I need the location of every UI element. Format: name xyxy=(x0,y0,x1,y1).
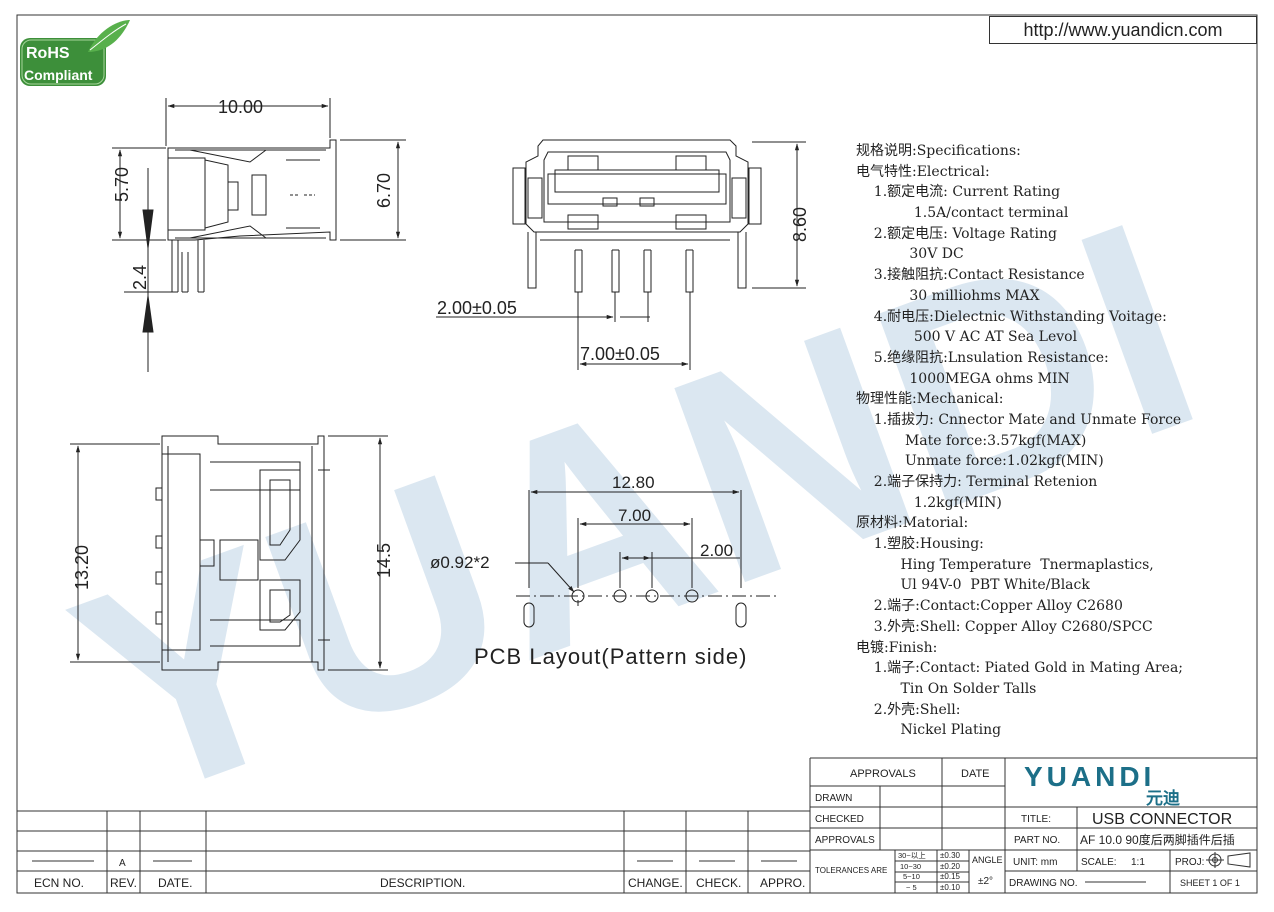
tb-tolerances: TOLERANCES ARE xyxy=(815,866,887,875)
brand-logo: YUANDI 元迪 xyxy=(1024,761,1180,809)
spec-line: 电气特性:Electrical: xyxy=(856,163,990,180)
rohs-text: RoHS xyxy=(26,45,70,62)
spec-line: 30 milliohms MAX xyxy=(856,287,1040,304)
rev-header-description: DESCRIPTION. xyxy=(380,876,465,890)
sheet-border xyxy=(16,14,1258,894)
spec-line: 物理性能:Mechanical: xyxy=(856,391,1004,408)
spec-line: 规格说明:Specifications: xyxy=(856,143,1021,159)
spec-line: Tin On Solder Talls xyxy=(856,680,1037,697)
spec-line: 2.外壳:Shell: xyxy=(856,701,961,718)
spec-line: 1.额定电流: Current Rating xyxy=(856,184,1061,201)
tb-part-no: AF 10.0 90度后两脚插件后插 xyxy=(1080,832,1235,847)
spec-line: 1.插拔力: Cnnector Mate and Unmate Force xyxy=(856,411,1182,428)
spec-line: Mate force:3.57kgf(MAX) xyxy=(856,432,1087,449)
spec-line: 1000MEGA ohms MIN xyxy=(856,370,1070,387)
tb-scale: 1:1 xyxy=(1131,857,1145,868)
spec-line: 2.端子保持力: Terminal Retenion xyxy=(856,474,1098,490)
title-block xyxy=(809,757,1257,893)
tb-checked: CHECKED xyxy=(815,814,864,825)
rev-header-date: DATE. xyxy=(158,876,192,890)
revision-table xyxy=(17,810,810,893)
spec-line: 2.端子:Contact:Copper Alloy C2680 xyxy=(856,598,1123,615)
spec-line: 5.绝缘阻抗:Lnsulation Resistance: xyxy=(856,349,1109,366)
tb-tol-value-1: ±0.30 xyxy=(940,851,961,860)
dim-top-h1: 13.20 xyxy=(72,545,92,590)
spec-line: Nickel Plating xyxy=(856,722,1002,739)
spec-line: 1.2kgf(MIN) xyxy=(856,494,1002,511)
tb-proj: PROJ: xyxy=(1175,857,1204,868)
tb-tol-range-3: 5~10 xyxy=(903,872,920,881)
dim-pcb-hole: ø0.92*2 xyxy=(430,553,490,572)
spec-line: 电镀:Finish: xyxy=(856,639,938,656)
pcb-layout xyxy=(515,489,780,628)
rev-header-ecn: ECN NO. xyxy=(34,876,84,890)
rev-value: A xyxy=(119,858,126,869)
tb-tol-range-4: ~ 5 xyxy=(906,883,917,892)
rev-header-check: CHECK. xyxy=(696,876,741,890)
dim-pcb-width: 12.80 xyxy=(612,473,655,492)
tb-tol-value-3: ±0.15 xyxy=(940,872,961,881)
dim-front-pitch: 2.00±0.05 xyxy=(437,298,517,318)
tb-sheet: SHEET 1 OF 1 xyxy=(1180,878,1240,888)
tb-approvals2: APPROVALS xyxy=(815,835,875,846)
rev-header-rev: REV. xyxy=(110,876,137,890)
spec-line: 30V DC xyxy=(856,246,964,263)
dim-front-height: 8.60 xyxy=(790,207,810,242)
tb-drawn: DRAWN xyxy=(815,793,852,804)
spec-line: Hing Temperature Tnermaplastics, xyxy=(856,556,1154,573)
rev-header-change: CHANGE. xyxy=(628,876,683,890)
side-view xyxy=(112,98,406,372)
dim-side-h2: 6.70 xyxy=(374,173,394,208)
rev-header-appro: APPRO. xyxy=(760,876,805,890)
tb-date: DATE xyxy=(961,768,990,780)
spec-line: 1.端子:Contact: Piated Gold in Mating Area… xyxy=(856,660,1184,677)
spec-line: 原材料:Matorial: xyxy=(856,515,969,532)
dim-side-width: 10.00 xyxy=(218,97,263,117)
tb-angle: ANGLE xyxy=(972,855,1003,865)
tb-tol-range-2: 10~30 xyxy=(900,862,921,871)
tb-tol-range-1: 30~以上 xyxy=(898,851,926,860)
tb-angle-value: ±2° xyxy=(978,876,993,887)
tb-part-label: PART NO. xyxy=(1014,835,1060,846)
tb-tol-value-4: ±0.10 xyxy=(940,883,961,892)
brand-name-cn: 元迪 xyxy=(1146,788,1180,809)
pcb-caption: PCB Layout(Pattern side) xyxy=(474,644,747,669)
dim-side-h1: 5.70 xyxy=(112,167,132,202)
tb-scale-label: SCALE: xyxy=(1081,857,1117,868)
rohs-logo: RoHS Compliant xyxy=(20,20,130,86)
projection-symbol-icon xyxy=(1206,852,1251,868)
spec-line: Ul 94V-0 PBT White/Black xyxy=(856,577,1090,594)
website-url: http://www.yuandicn.com xyxy=(989,16,1257,44)
tb-title-label: TITLE: xyxy=(1021,814,1051,825)
spec-line: 2.额定电压: Voltage Rating xyxy=(856,225,1058,242)
spec-line: Unmate force:1.02kgf(MIN) xyxy=(856,453,1104,470)
spec-line: 3.接触阻抗:Contact Resistance xyxy=(856,267,1085,284)
dim-pcb-span: 7.00 xyxy=(618,506,651,525)
compliant-text: Compliant xyxy=(24,67,93,83)
tb-drawing-no: DRAWING NO. xyxy=(1009,878,1078,889)
tb-tol-value-2: ±0.20 xyxy=(940,862,961,871)
spec-line: 4.耐电压:Dielectnic Withstanding Voitage: xyxy=(856,308,1167,325)
tb-unit: UNIT: mm xyxy=(1013,857,1057,868)
spec-line: 500 V AC AT Sea Levol xyxy=(856,329,1078,346)
dim-top-h2: 14.5 xyxy=(374,543,394,578)
tb-title: USB CONNECTOR xyxy=(1092,811,1232,828)
top-view xyxy=(70,435,388,671)
dim-side-pin: 2.4 xyxy=(130,265,150,290)
spec-line: 1.塑胶:Housing: xyxy=(856,536,984,553)
specifications-block: 规格说明:Specifications: 电气特性:Electrical: 1.额… xyxy=(856,141,1183,741)
dim-pcb-pitch: 2.00 xyxy=(700,541,733,560)
dim-front-span: 7.00±0.05 xyxy=(580,344,660,364)
spec-line: 1.5A/contact terminal xyxy=(856,205,1069,222)
spec-line: 3.外壳:Shell: Copper Alloy C2680/SPCC xyxy=(856,618,1153,635)
brand-name: YUANDI xyxy=(1024,761,1155,792)
front-view xyxy=(436,139,806,370)
tb-approvals: APPROVALS xyxy=(850,768,916,780)
